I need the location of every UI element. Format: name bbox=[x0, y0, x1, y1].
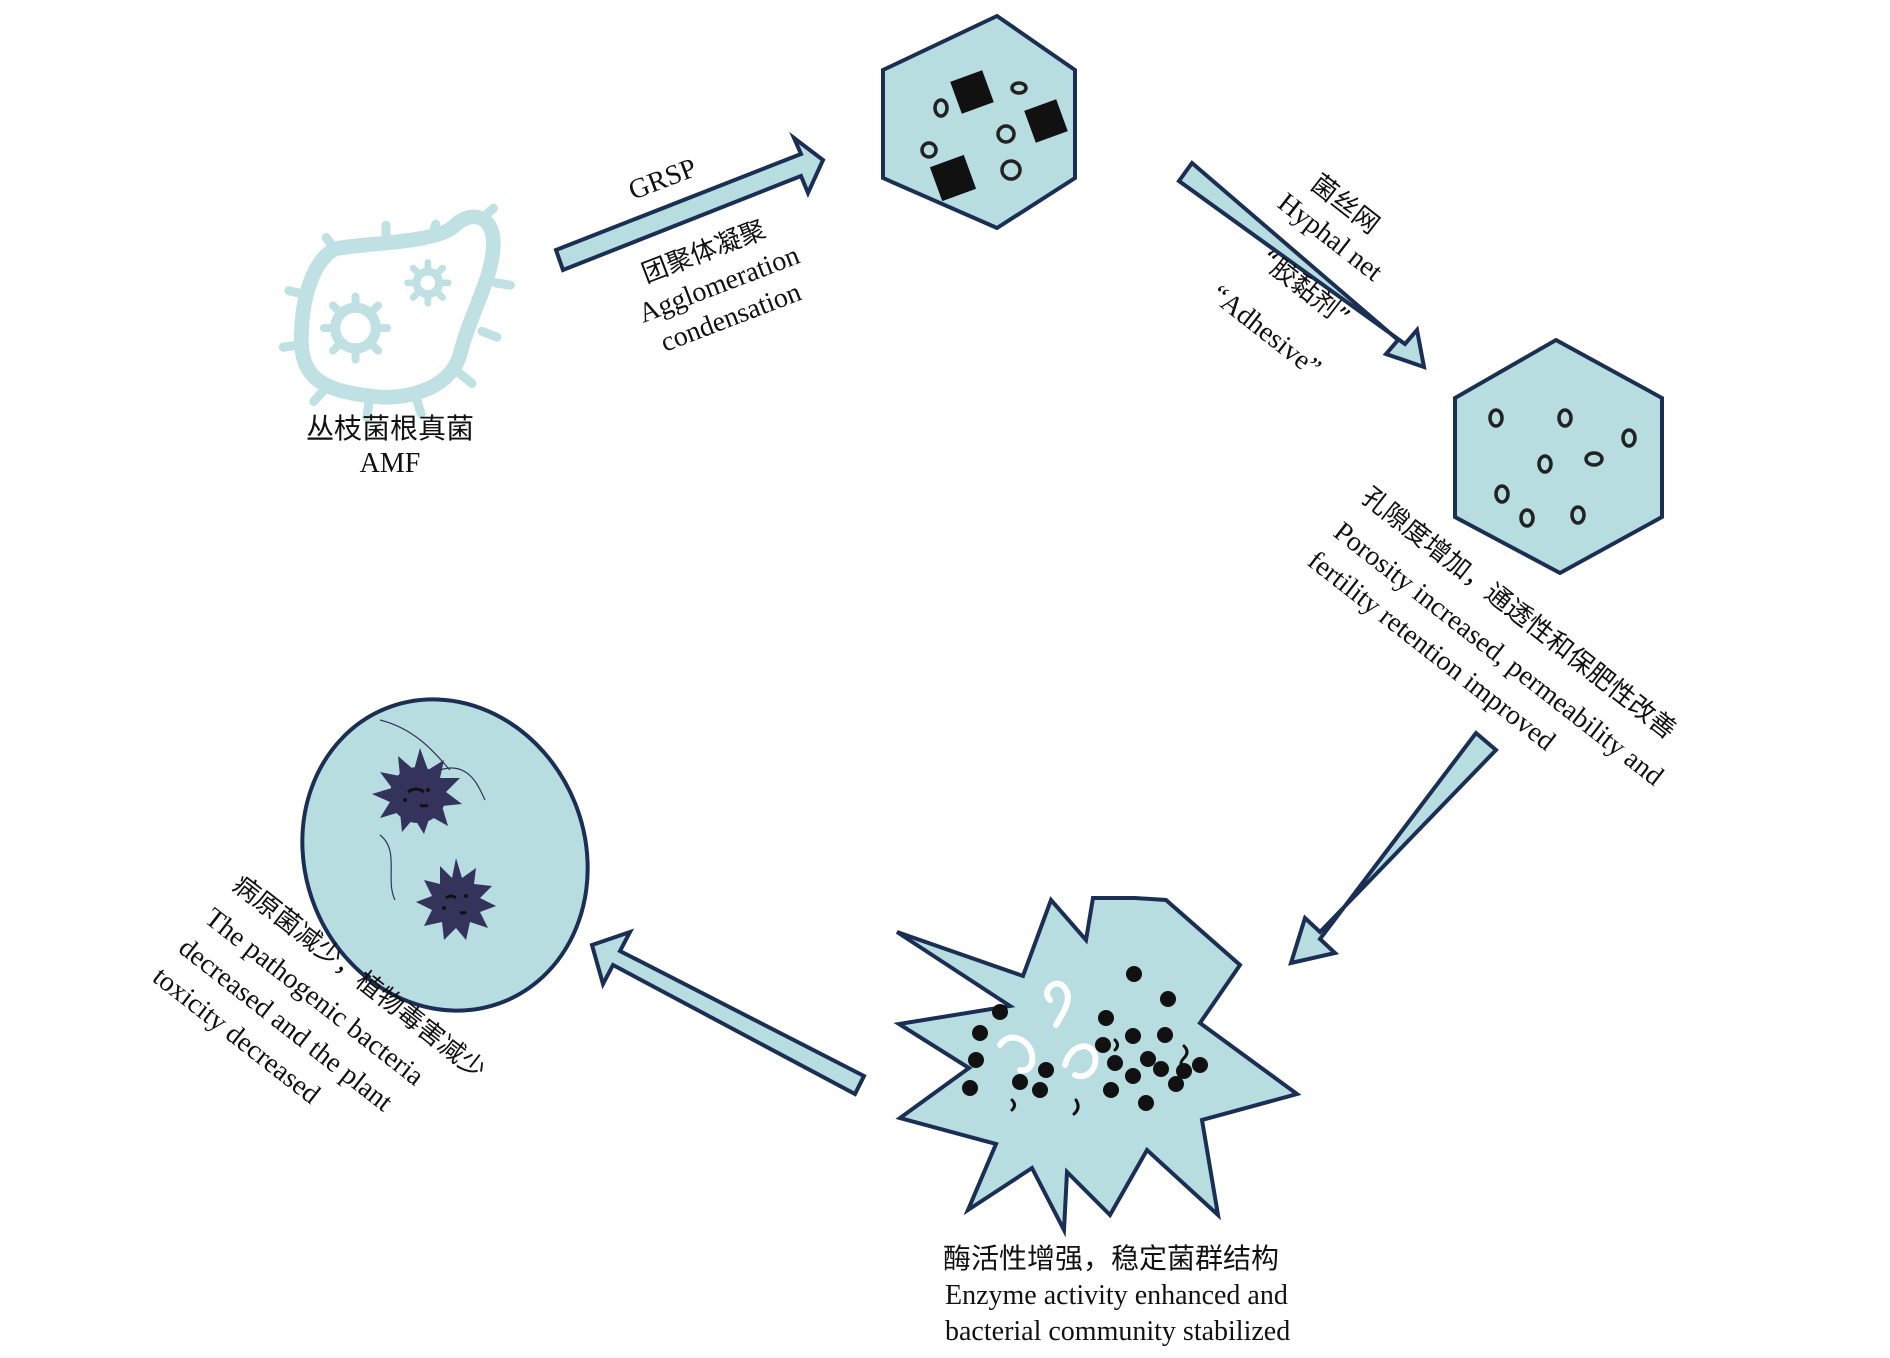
soil-pore bbox=[1570, 505, 1586, 525]
aggregate-pore bbox=[1000, 159, 1022, 181]
aggregate-particle bbox=[1024, 99, 1068, 143]
amf-label-zh: 丛枝菌根真菌 bbox=[306, 412, 474, 445]
bacteria-dots bbox=[962, 966, 1208, 1111]
soil-pore bbox=[1621, 428, 1637, 448]
aggregate-pore bbox=[1010, 81, 1028, 95]
porosity-label-en-2: fertility retention improved bbox=[1302, 545, 1561, 757]
community-label-en-2: bacterial community stabilized bbox=[945, 1316, 1290, 1347]
pathogen-cell-ellipse bbox=[300, 697, 590, 1013]
soil-aggregate-hexagon bbox=[881, 13, 1077, 231]
aggregate-pore bbox=[920, 141, 938, 159]
aggregate-particle bbox=[950, 70, 994, 114]
bacteria-rods bbox=[997, 980, 1099, 1080]
soil-pore bbox=[1557, 408, 1573, 428]
aggregate-pore bbox=[996, 124, 1016, 144]
microbial-burst bbox=[893, 896, 1302, 1238]
soil-pore bbox=[1494, 484, 1510, 504]
porous-soil-hexagon bbox=[1453, 337, 1664, 576]
soil-pore bbox=[1519, 508, 1535, 528]
porosity-label-en-1: Porosity increased, permeability and bbox=[1328, 516, 1669, 792]
community-label-zh: 酶活性增强，稳定菌群结构 bbox=[943, 1242, 1279, 1275]
soil-pore bbox=[1488, 408, 1504, 428]
aggregate-pore bbox=[933, 98, 949, 118]
aggregate-particle bbox=[929, 154, 977, 202]
arrow-to-pathogen bbox=[589, 928, 867, 1097]
arrow-hyphal-net bbox=[1176, 160, 1427, 371]
soil-pore bbox=[1584, 451, 1604, 467]
pathogen-spiky-cell bbox=[416, 858, 496, 940]
community-label-en-1: Enzyme activity enhanced and bbox=[945, 1280, 1288, 1311]
arrow-to-community bbox=[1288, 730, 1499, 966]
microbe-gears-icon bbox=[278, 203, 515, 422]
pathogen-spiky-cell bbox=[372, 748, 462, 834]
soil-pore bbox=[1537, 454, 1553, 474]
amf-label-en: AMF bbox=[360, 448, 421, 479]
arrow-grsp bbox=[553, 131, 826, 273]
